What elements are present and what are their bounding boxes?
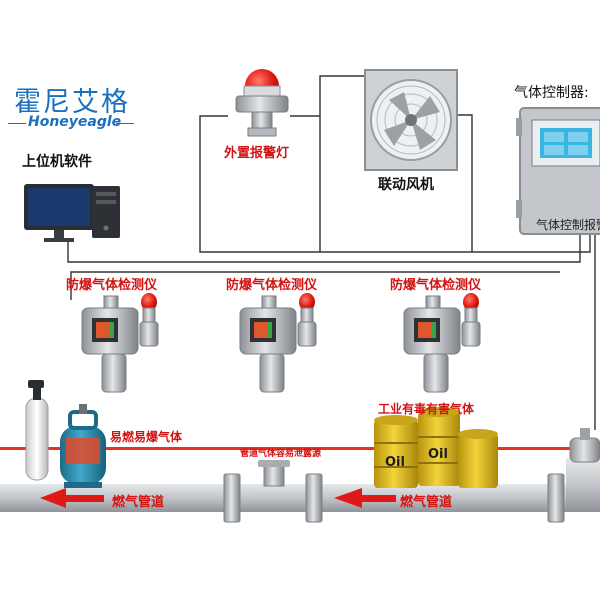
oil-label-2: Oil (428, 447, 448, 462)
lpg-tank-icon (60, 404, 106, 488)
detector-label-1: 防爆气体检测仪 (66, 278, 158, 293)
brand-divider-left (8, 123, 26, 124)
pipeline-label-right: 燃气管道 (400, 495, 453, 510)
host-computer-icon (24, 184, 120, 242)
oil-barrels-icon: Oil Oil (374, 407, 498, 488)
toxic-gas-label: 工业有毒有害气体 (378, 402, 475, 416)
white-gas-cylinder-icon (25, 380, 49, 481)
gas-detector-2 (239, 293, 317, 393)
brand-divider-right (116, 123, 134, 124)
host-software-label: 上位机软件 (22, 154, 92, 170)
controller-panel-text: 气体控制报警 (536, 218, 600, 232)
controller-label: 气体控制器: (514, 85, 589, 101)
gas-detector-3 (403, 293, 481, 393)
flow-arrow-left (40, 488, 104, 508)
brand-name-cn: 霍尼艾格 (14, 87, 130, 118)
gas-detector-1 (81, 293, 159, 393)
fan-label: 联动风机 (378, 177, 434, 193)
brand-name-en: Honeyeagle (28, 114, 122, 130)
detector-label-3: 防爆气体检测仪 (390, 278, 482, 293)
alarm-light-icon (235, 69, 289, 137)
wiring (67, 75, 596, 430)
detector-label-2: 防爆气体检测仪 (226, 278, 318, 293)
alarm-light-label: 外置报警灯 (224, 146, 290, 161)
flammable-gas-label: 易燃易爆气体 (110, 430, 183, 444)
pipeline-label-left: 燃气管道 (112, 495, 165, 510)
oil-label-1: Oil (385, 455, 405, 470)
gas-pipeline (0, 428, 600, 523)
leak-point-label: 管道气体容易泄露源 (240, 449, 322, 459)
exhaust-fan-icon (364, 69, 458, 171)
flow-arrow-right (334, 488, 396, 508)
gas-controller-icon (516, 107, 600, 235)
